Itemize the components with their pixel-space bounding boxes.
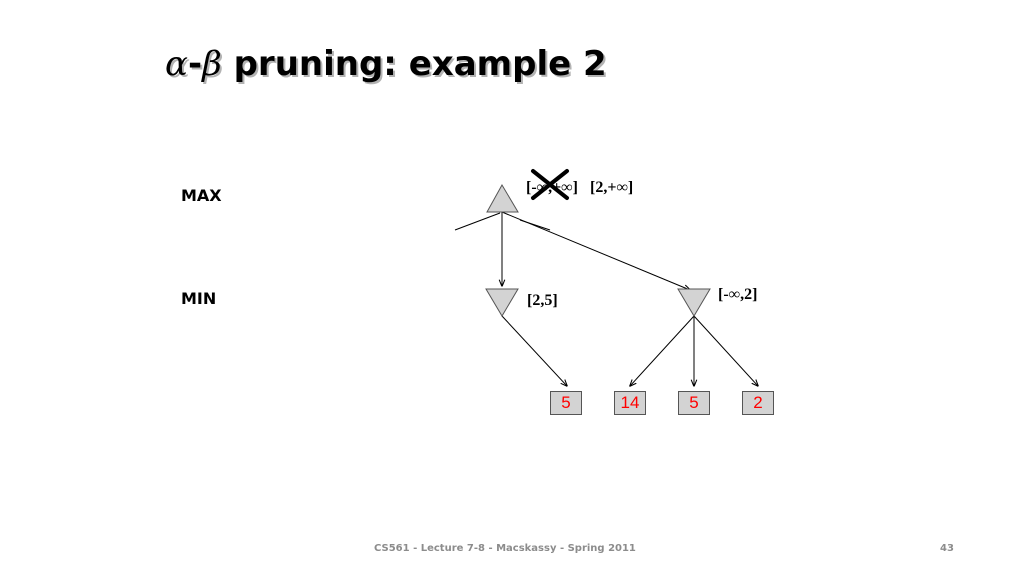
min-right-interval: [-∞,2] — [718, 286, 758, 303]
slide-title: α-β pruning: example 2 — [165, 44, 607, 84]
root-new-interval: [2,+∞] — [590, 179, 634, 196]
beta-symbol: β — [202, 44, 222, 84]
incoming-edge-left — [454, 212, 501, 231]
max-node-root — [486, 183, 519, 213]
title-text: pruning: example 2 — [233, 44, 607, 84]
title-dash: - — [187, 44, 203, 84]
leaf-node: 5 — [678, 391, 710, 415]
edge-min-right-to-leaf-2 — [630, 315, 695, 386]
alpha-symbol: α — [165, 44, 188, 84]
edge-min-right-to-leaf-4 — [693, 315, 758, 386]
page-number: 43 — [940, 543, 954, 554]
min-node-right — [677, 288, 711, 317]
edge-root-to-min-right — [501, 211, 690, 290]
leaf-node: 5 — [550, 391, 582, 415]
footer-text: CS561 - Lecture 7-8 - Macskassy - Spring… — [374, 543, 636, 554]
leaf-node: 14 — [614, 391, 646, 415]
leaf-node: 2 — [742, 391, 774, 415]
edge-min-left-to-leaf-1 — [501, 315, 567, 386]
min-level-label: MIN — [181, 289, 217, 308]
min-left-interval: [2,5] — [527, 292, 558, 309]
max-level-label: MAX — [181, 186, 222, 205]
min-node-left — [485, 288, 519, 317]
